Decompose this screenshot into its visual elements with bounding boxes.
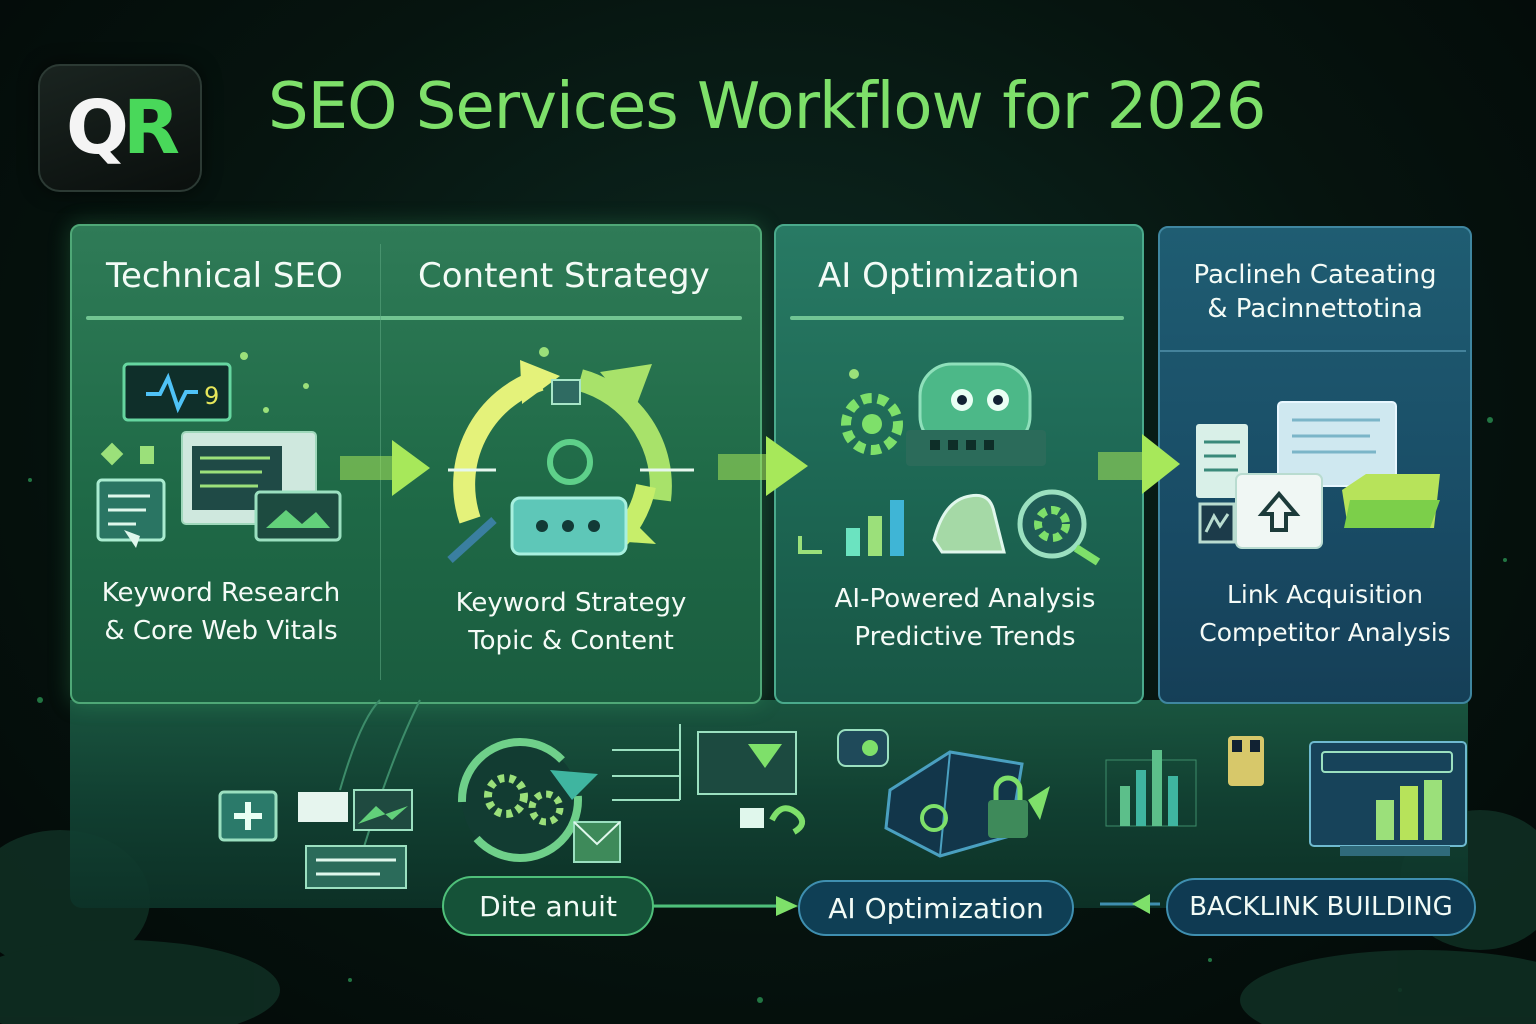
caption-line: & Core Web Vitals [104,616,338,646]
panel-title-content-strategy: Content Strategy [418,256,710,296]
gear-icon [458,738,598,862]
upload-icon [1235,473,1323,549]
bar-chart-icon [1105,736,1264,827]
document-icon [1196,401,1397,498]
panel-title-ai-optimization: AI Optimization [818,256,1080,296]
gear-icon [841,393,903,455]
panel-title-link-building: Paclineh Cateating & Pacinnettotina [1160,258,1470,326]
logo-letter-left: Q [66,85,129,171]
caption-line: Link Acquisition [1226,580,1424,609]
pulse-icon: 9 [122,362,232,422]
flow-arrow [1098,434,1180,494]
decorative-dots [100,352,309,466]
pill-backlink-building: BACKLINK BUILDING [1166,878,1476,936]
folder-icon [1342,474,1440,528]
caption-technical-seo: Keyword Research & Core Web Vitals [80,574,362,650]
hand-icon [932,493,1006,554]
panel-lines [612,724,681,801]
flow-arrow [1100,894,1160,914]
monitor-icon [697,731,806,835]
title-line: Paclineh Cateating [1193,260,1437,290]
image-icon [298,789,413,889]
panel-divider [86,316,742,320]
robot-icon [906,362,1046,466]
image-icon [1198,502,1236,544]
panel-divider [790,316,1124,320]
connector-lines [339,699,421,861]
caption-line: Keyword Research [101,578,341,608]
lock-icon [988,775,1050,838]
add-icon [218,790,278,842]
email-icon [573,821,621,863]
caption-line: Predictive Trends [854,622,1076,652]
flow-arrow [340,440,430,496]
page-title: SEO Services Workflow for 2026 [268,70,1266,144]
brand-logo: QR [38,64,202,192]
logo-letter-right: R [122,85,180,171]
svg-text:9: 9 [204,382,219,410]
pill-ai-optimization: AI Optimization [798,880,1074,936]
pill-step-1: Dite anuit [442,876,654,936]
caption-line: AI-Powered Analysis [834,584,1096,614]
bar-chart-icon [798,500,904,556]
caption-link-building: Link Acquisition Competitor Analysis [1160,576,1490,652]
caption-line: Competitor Analysis [1199,618,1451,647]
panel-title-technical-seo: Technical SEO [106,256,343,296]
magnifier-icon [1017,489,1101,566]
caption-content-strategy: Keyword Strategy Topic & Content [430,584,712,660]
document-icon [96,478,166,548]
dashboard-icon [1309,741,1467,856]
flow-arrow [652,896,798,916]
image-icon [254,490,342,542]
title-line: & Pacinnettotina [1207,294,1423,324]
logo-mark: QR [66,85,180,171]
tag-icon [837,729,889,767]
panel-divider [1160,350,1466,352]
caption-line: Topic & Content [468,626,674,656]
caption-line: Keyword Strategy [455,588,687,618]
cycle-arrows-icon [447,347,694,563]
flow-arrow [718,436,808,496]
caption-ai-optimization: AI-Powered Analysis Predictive Trends [790,580,1140,656]
